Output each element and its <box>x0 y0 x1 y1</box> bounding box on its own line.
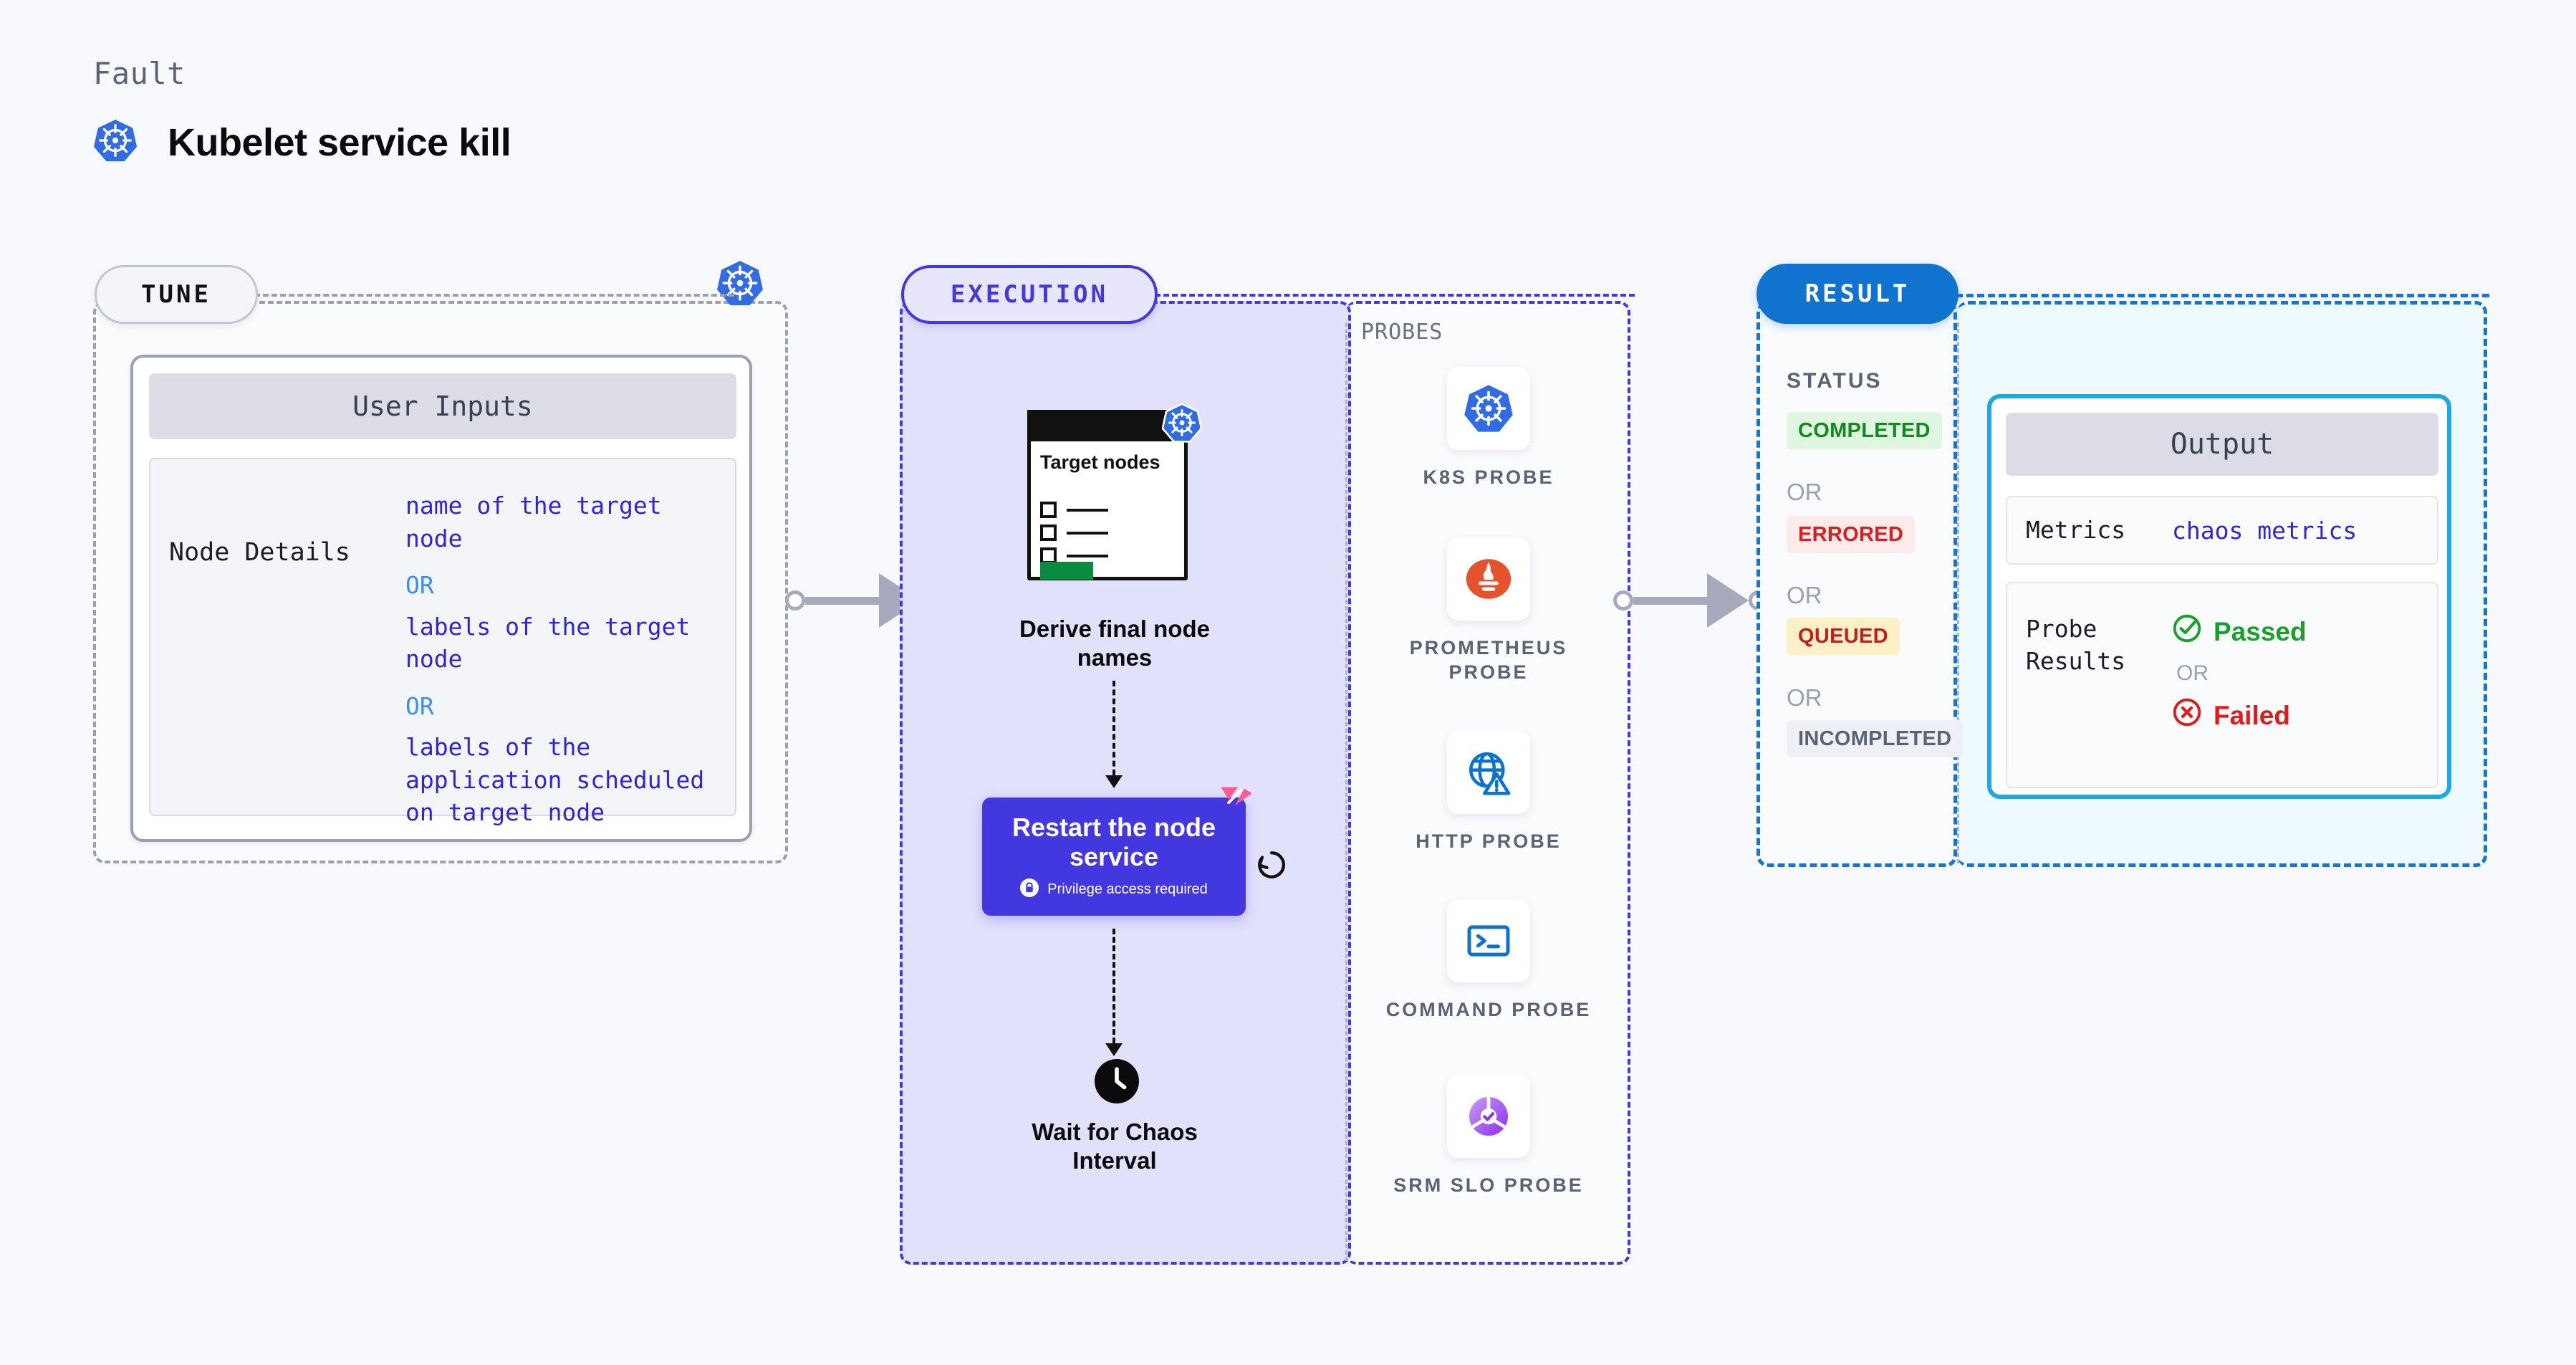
output-card: Output Metrics chaos metrics Probe Resul… <box>1987 394 2451 799</box>
privilege-note-text: Privilege access required <box>1047 881 1208 898</box>
output-probe-results-row: Probe Results Passed OR <box>2006 582 2438 788</box>
output-metrics-row: Metrics chaos metrics <box>2006 496 2438 565</box>
document-kubernetes-badge-icon <box>1161 403 1203 446</box>
status-or-2: OR <box>1787 684 1822 711</box>
probes-divider <box>1345 322 1347 1261</box>
target-nodes-document: Target nodes <box>1027 410 1188 580</box>
prometheus-icon <box>1447 537 1530 621</box>
output-card-header: Output <box>2006 413 2438 476</box>
check-circle-icon <box>2172 613 2202 650</box>
document-green-bar <box>1040 562 1093 580</box>
privilege-note-row: Privilege access required <box>1020 878 1208 901</box>
probe-result-failed: Failed <box>2172 697 2307 734</box>
page-title: Kubelet service kill <box>168 120 511 164</box>
node-details-value-1: labels of the target node <box>405 612 691 674</box>
result-panel <box>1756 301 1957 867</box>
connector-start-dot <box>1613 590 1633 610</box>
node-details-value-2: labels of the application scheduled on t… <box>405 733 705 827</box>
document-checklist-row <box>1040 525 1108 541</box>
globe-warning-icon <box>1447 731 1530 814</box>
node-details-value-0: name of the target node <box>405 492 662 552</box>
document-titlebar <box>1027 410 1188 441</box>
result-divider <box>1957 322 1959 863</box>
srm-slo-icon <box>1447 1075 1530 1158</box>
kubernetes-icon <box>93 118 138 166</box>
probe-item-command[interactable]: COMMAND PROBE <box>1381 899 1596 1022</box>
probe-results-values: Passed OR Failed <box>2172 613 2307 734</box>
probe-item-srm-slo[interactable]: SRM SLO PROBE <box>1381 1075 1596 1198</box>
lock-icon <box>1020 878 1039 901</box>
checkbox-icon <box>1040 502 1057 518</box>
x-circle-icon <box>2172 697 2202 734</box>
document-title: Target nodes <box>1040 451 1160 473</box>
result-top-dash-line <box>1956 294 2489 297</box>
status-badge-completed: COMPLETED <box>1787 412 1942 449</box>
checkbox-icon <box>1040 525 1057 541</box>
restart-node-service-node[interactable]: Restart the node service Privilege acces… <box>982 798 1246 916</box>
connector-start-dot <box>785 590 805 610</box>
execution-top-dash-line <box>1155 294 1635 297</box>
status-or-0: OR <box>1787 479 1822 505</box>
node-details-or-1: OR <box>405 691 434 720</box>
probe-result-passed: Passed <box>2172 613 2307 650</box>
probe-label: K8S PROBE <box>1423 466 1554 488</box>
connector-line <box>805 596 880 605</box>
document-checklist-row <box>1040 502 1108 518</box>
refresh-icon[interactable] <box>1254 847 1289 886</box>
wait-for-chaos-interval-label: Wait for Chaos Interval <box>1032 1119 1198 1174</box>
metrics-key: Metrics <box>2026 515 2126 544</box>
harness-logo-icon <box>1218 782 1255 823</box>
metrics-value[interactable]: chaos metrics <box>2172 516 2358 545</box>
restart-node-service-title: Restart the node service <box>1011 812 1216 871</box>
terminal-icon <box>1447 899 1530 982</box>
connector-execution-to-result <box>1613 573 1769 628</box>
passed-label: Passed <box>2214 616 2307 646</box>
tune-top-dash-line <box>254 294 734 297</box>
status-title: STATUS <box>1787 369 1883 393</box>
eyebrow-label: Fault <box>93 56 186 91</box>
probe-label: HTTP PROBE <box>1416 830 1562 852</box>
derive-final-node-names-label: Derive final node names <box>1019 616 1210 671</box>
flow-arrow-head <box>1105 1043 1123 1056</box>
line-dash <box>1067 531 1108 535</box>
flow-arrow-line <box>1112 681 1115 775</box>
page-title-row: Kubelet service kill <box>93 118 511 166</box>
user-inputs-card-body: Node Details name of the target node OR … <box>149 458 736 826</box>
tune-kubernetes-badge-icon <box>716 259 764 310</box>
flow-arrow-head <box>1105 775 1123 788</box>
probe-result-or: OR <box>2176 661 2209 685</box>
status-badge-queued: QUEUED <box>1787 618 1900 655</box>
tune-pill-label: TUNE <box>95 265 258 324</box>
status-or-1: OR <box>1787 582 1822 608</box>
kubernetes-icon <box>1447 367 1530 450</box>
probe-label: SRM SLO PROBE <box>1393 1174 1584 1196</box>
probe-label: COMMAND PROBE <box>1385 999 1592 1020</box>
user-inputs-card-header: User Inputs <box>149 373 736 439</box>
result-pill-label: RESULT <box>1756 264 1959 324</box>
line-dash <box>1067 554 1108 557</box>
line-dash <box>1067 508 1108 512</box>
flow-arrow-line <box>1112 929 1115 1043</box>
status-badge-incompleted: INCOMPLETED <box>1787 720 1964 757</box>
probe-item-http[interactable]: HTTP PROBE <box>1381 731 1596 854</box>
probe-item-prometheus[interactable]: PROMETHEUS PROBE <box>1381 537 1596 685</box>
node-details-key: Node Details <box>169 538 350 567</box>
probe-label: PROMETHEUS PROBE <box>1409 637 1568 683</box>
probe-item-k8s[interactable]: K8S PROBE <box>1381 367 1596 490</box>
status-badge-errored: ERRORED <box>1787 516 1916 553</box>
connector-arrowhead <box>1707 573 1749 628</box>
node-details-values: name of the target node OR labels of the… <box>405 489 716 829</box>
node-details-or-0: OR <box>405 571 434 600</box>
clock-icon <box>1095 1059 1139 1103</box>
connector-line <box>1633 596 1708 605</box>
probes-title: PROBES <box>1361 320 1443 345</box>
user-inputs-card: User Inputs Node Details name of the tar… <box>130 355 752 842</box>
execution-pill-label: EXECUTION <box>901 265 1158 324</box>
probe-results-key: Probe Results <box>2026 615 2126 675</box>
failed-label: Failed <box>2214 700 2290 730</box>
